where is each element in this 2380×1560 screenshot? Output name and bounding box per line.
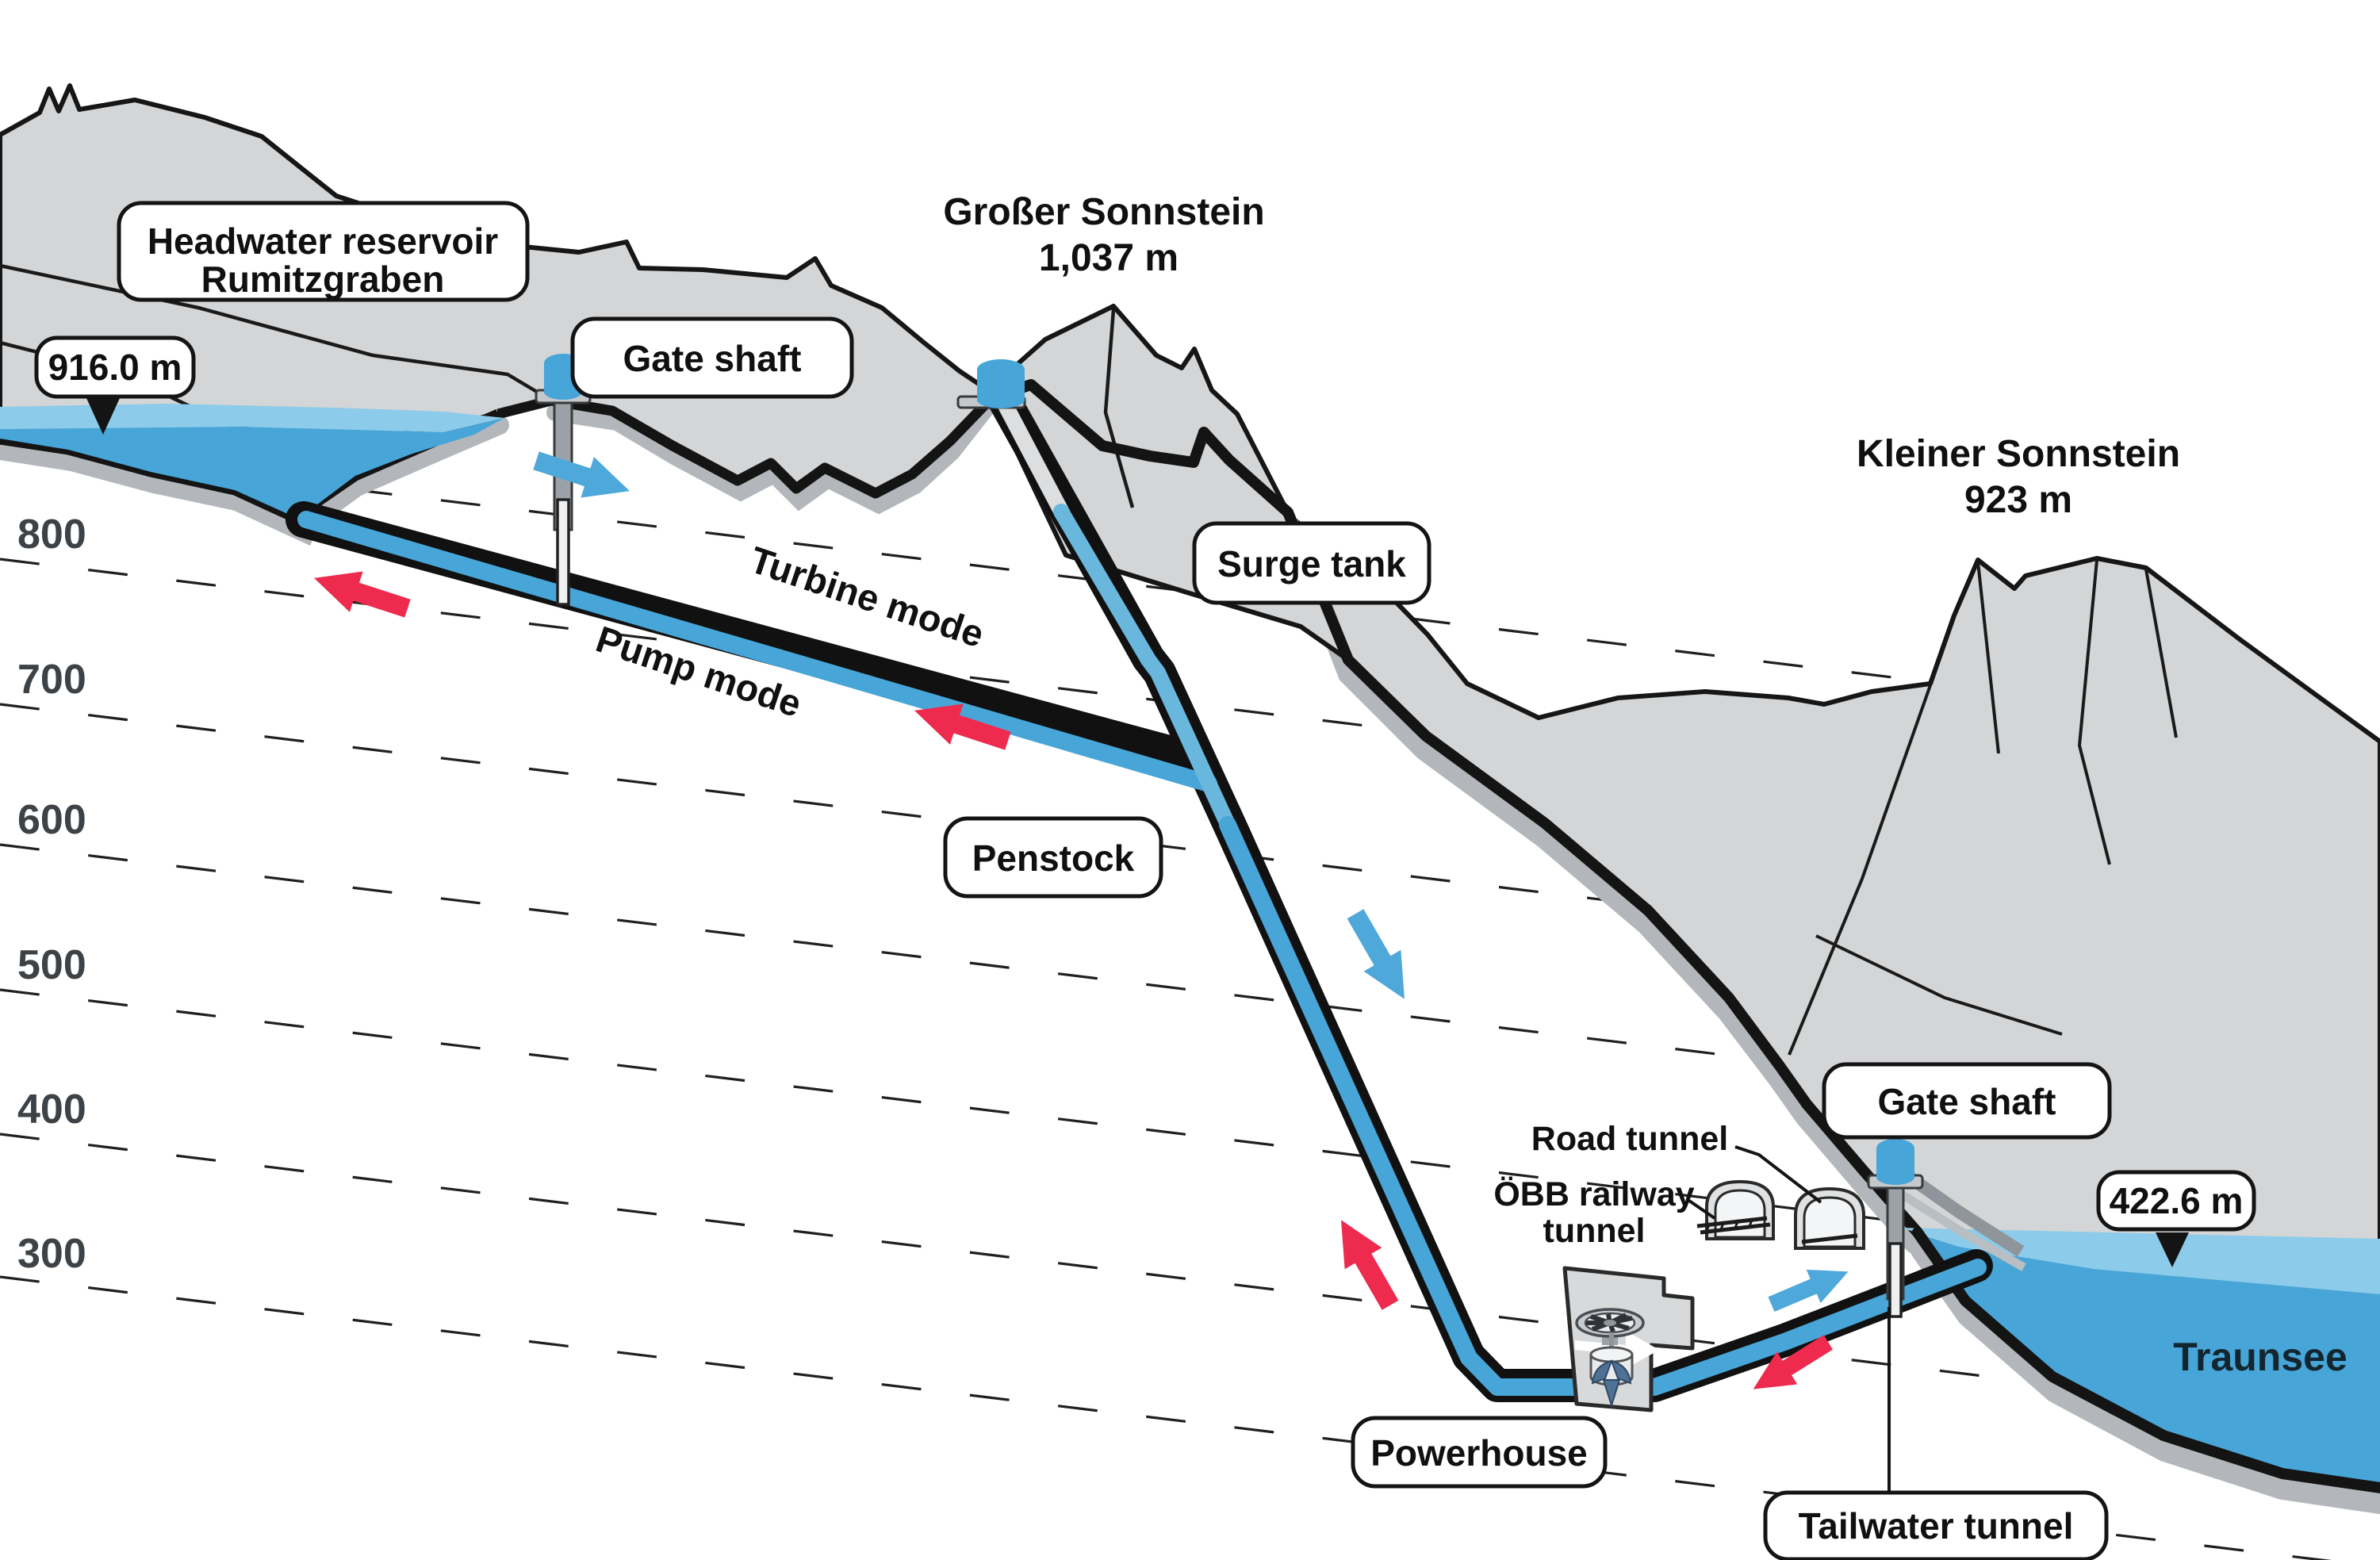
- headwater-reservoir-line2: Rumitzgraben: [201, 259, 445, 300]
- surge-intake-cap: [956, 359, 1026, 409]
- tick-500: 500: [17, 942, 86, 988]
- traunsee-name: Traunsee: [2173, 1335, 2347, 1379]
- pump-flow-arrow-headrace: [314, 571, 411, 618]
- label-surge-tank: Surge tank: [1192, 521, 1431, 605]
- leader-lines: [1688, 1145, 1891, 1494]
- grosser-sonnstein-name: Großer Sonnstein: [943, 191, 1264, 233]
- tailwater-tunnel-label: Tailwater tunnel: [1799, 1505, 2074, 1547]
- underground-crossing-labels: Road tunnel ÖBB railway tunnel: [1493, 1120, 1728, 1250]
- lake-level-value: 422.6 m: [2110, 1180, 2244, 1221]
- surge-tank-label: Surge tank: [1217, 543, 1406, 585]
- peak-labels: Großer Sonnstein 1,037 m Kleiner Sonnste…: [943, 191, 2347, 1379]
- gate-shaft-lower-cap: [1876, 1139, 1914, 1185]
- gate-shaft-lower-label: Gate shaft: [1878, 1081, 2056, 1122]
- kleiner-sonnstein-folds: [1788, 559, 2178, 1056]
- runner-cone: [1602, 1379, 1621, 1409]
- powerhouse-label: Powerhouse: [1370, 1432, 1588, 1474]
- label-tailwater-tunnel: Tailwater tunnel: [1763, 1490, 2109, 1560]
- turbine-flow-arrow-tailwater: [1768, 1269, 1849, 1312]
- label-gate-shaft-lower: Gate shaft: [1822, 1062, 2112, 1140]
- railway-tunnel-label-line1: ÖBB railway: [1493, 1175, 1694, 1213]
- kleiner-sonnstein-name: Kleiner Sonnstein: [1857, 433, 2180, 475]
- label-powerhouse: Powerhouse: [1351, 1416, 1608, 1489]
- gate-shaft-upper-leaf: [556, 498, 570, 606]
- flow-arrows: [314, 451, 1849, 1389]
- runner-blade-right: [1610, 1359, 1632, 1385]
- pump-flow-arrow-tailwater: [1753, 1335, 1834, 1389]
- reservoir-level-value: 916.0 m: [48, 347, 182, 388]
- waterways: [286, 378, 1993, 1402]
- tick-700: 700: [17, 657, 86, 703]
- reservoir-body: [0, 418, 504, 522]
- turbine-flow-arrow-headrace: [533, 451, 630, 498]
- headwater-reservoir-water: [0, 404, 504, 522]
- pump-flow-arrow-penstock: [1341, 1220, 1399, 1310]
- turbine-flow-arrow-penstock: [1347, 909, 1405, 999]
- reservoir-level-marker: [86, 398, 120, 435]
- railway-tunnel-leader: [1688, 1199, 1716, 1220]
- reservoir-surface-band: [0, 404, 504, 432]
- railway-tracks: [1696, 1216, 1771, 1235]
- headwater-reservoir-line1: Headwater reservoir: [148, 220, 498, 262]
- gate-shaft-lower-leaf: [1888, 1242, 1903, 1318]
- penstock-label: Penstock: [972, 837, 1135, 879]
- lake-level-marker: [2156, 1232, 2189, 1267]
- runner-blade-left: [1591, 1359, 1613, 1385]
- road-tunnel-leader: [1734, 1145, 1822, 1204]
- surge-shaft-empty: [993, 389, 1071, 523]
- elevation-axis: 800 700 600 500 400 300: [17, 512, 86, 1277]
- label-headwater-reservoir: Headwater reservoir Rumitzgraben: [117, 201, 530, 302]
- road-tunnel-label: Road tunnel: [1531, 1120, 1728, 1158]
- lakebed-shadow: [1911, 1238, 2380, 1514]
- grosser-sonnstein-elevation: 1,037 m: [1039, 237, 1179, 279]
- gate-shaft-lower-structure: [1867, 1139, 1924, 1318]
- kleiner-sonnstein-elevation: 923 m: [1964, 479, 2072, 521]
- tick-300: 300: [17, 1231, 86, 1277]
- front-line-west: [496, 394, 995, 499]
- lake-body: [1919, 1234, 2380, 1485]
- label-gate-shaft-upper: Gate shaft: [570, 316, 854, 399]
- surge-shaft-water: [1053, 504, 1239, 839]
- road-tunnel-icon: [1794, 1186, 1865, 1250]
- railway-tunnel-label-line2: tunnel: [1543, 1212, 1646, 1250]
- tick-800: 800: [17, 512, 86, 558]
- front-line-shadow-west: [546, 399, 995, 515]
- gate-shaft-upper-label: Gate shaft: [623, 338, 802, 379]
- powerhouse-structure: [1562, 1266, 1695, 1412]
- tick-400: 400: [17, 1087, 86, 1133]
- label-reservoir-level: 916.0 m: [34, 335, 196, 435]
- tick-600: 600: [17, 797, 86, 843]
- label-lake-level: 422.6 m: [2096, 1170, 2256, 1267]
- label-penstock: Penstock: [943, 816, 1163, 899]
- railway-tunnel-icon: [1696, 1179, 1775, 1240]
- front-line-east: [989, 379, 1922, 1236]
- shore-railway-stripe: [1899, 1190, 2026, 1271]
- turbine-runner-icon: [1589, 1332, 1634, 1409]
- headrace-tunnel-water: [297, 511, 1217, 792]
- pump-flow-arrow-headrace2: [914, 703, 1011, 750]
